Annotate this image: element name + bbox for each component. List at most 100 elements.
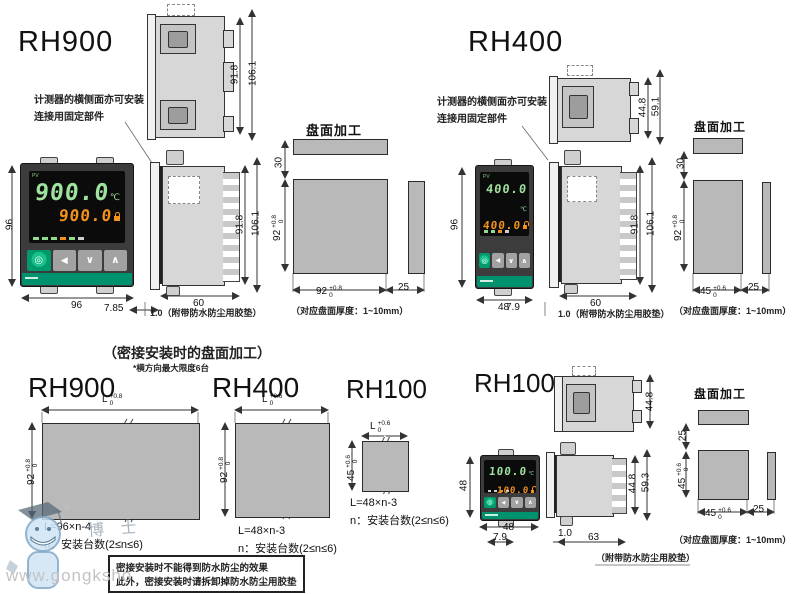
rh400-panel-cutout-title: 盘面加工	[694, 120, 747, 134]
celsius-unit: ℃	[528, 471, 534, 477]
rh100-sideview-body	[556, 455, 614, 517]
rh100-heatsink-fins	[612, 458, 627, 514]
rh100-sideview-dim-44-8: 44.8	[627, 473, 639, 494]
rh400-panel-thickness-note: （对应盘面厚度：1~10mm）	[674, 306, 792, 316]
rh900-cutout-top-strip	[293, 139, 388, 155]
close-mount-header: （密接安装时的盘面加工）	[103, 345, 271, 361]
shift-button: ◀	[52, 250, 76, 271]
rh100-topview-tab	[632, 410, 642, 423]
rh100-topview-clamp	[566, 384, 596, 422]
rh400-topview-dashed-edge	[567, 65, 593, 76]
rh400-depth-dim: 60	[590, 298, 602, 309]
rh100-front-view: 100.0℃ 100.0 ◎ ◀ ∨ ∧	[480, 455, 540, 521]
rh400-gasket	[558, 166, 561, 282]
rh400-sideview-dim-106-1: 106.1	[645, 210, 657, 237]
down-button: ∨	[511, 497, 523, 508]
rh400-dim-lines	[458, 69, 770, 304]
pv-label: PV	[32, 173, 39, 179]
rh400-topview-tab	[629, 82, 639, 96]
close-rh900-cutout	[42, 423, 200, 520]
rh400-cutout-top-strip	[693, 138, 743, 154]
rh100-topview-tab	[632, 380, 642, 393]
rh900-topview-tab	[223, 116, 234, 132]
rh100-pv-readout: 100.0	[488, 465, 529, 478]
rh900-cutout-side-strip	[408, 181, 425, 274]
close-rh100-count-note: n：安装台数(2≤n≤6)	[350, 515, 449, 527]
rh100-front-width-dim: 48	[503, 522, 515, 533]
rh900-panel-cutout-title: 盘面加工	[306, 123, 363, 138]
rh400-pv-readout: 400.0	[485, 182, 528, 196]
rh400-heatsink-fins	[620, 172, 637, 280]
close-rh400-count-note: n：安装台数(2≤n≤6)	[238, 543, 337, 555]
rh900-section-title: RH900	[18, 26, 114, 58]
status-indicator-leds	[33, 237, 84, 240]
rh900-sideview-dim-106-1: 106.1	[250, 210, 262, 237]
close-mount-subnote: *横方向最大限度6台	[133, 363, 210, 373]
status-indicator-leds	[484, 230, 509, 233]
close-rh400-cutout	[235, 423, 330, 518]
rh400-cutout-rect	[693, 180, 743, 274]
close-mount-dim-lines	[28, 406, 408, 519]
rh900-display: PV 900.0℃ 900.0	[29, 171, 125, 243]
rh900-gasket-note: 1.0（附带防水防尘用胶垫）	[150, 308, 262, 318]
rh400-sideview-dim-91-8: 91.8	[629, 214, 641, 235]
rh400-offset-dim: 7.9	[506, 302, 520, 313]
rh400-side-mount-note-line1: 计测器的横侧面亦可安装	[437, 97, 547, 108]
rh900-sideview-foot	[166, 286, 180, 296]
pv-label: PV	[483, 174, 490, 180]
rh400-front-height-dim: 96	[449, 218, 461, 231]
rh900-cutout-gap-dim: 30	[273, 156, 285, 169]
up-button: ∧	[518, 253, 530, 268]
rh400-topview-dim-44-8: 44.8	[637, 97, 649, 118]
extension-and-leader-lines	[41, 121, 775, 566]
warning-line2: 此外，密接安装时请拆卸掉防水防尘用胶垫	[116, 577, 297, 588]
rh400-side-mount-note-line2: 连接用固定部件	[437, 114, 507, 125]
rh400-front-width-dim: 48	[498, 302, 510, 313]
rh100-gasket-note: （附带防水防尘用胶垫）	[596, 553, 696, 563]
rh900-cutout-strip-dim: 25	[398, 282, 410, 293]
rh100-cutout-square	[698, 450, 749, 500]
rh400-topview-tab	[629, 118, 639, 134]
close-rh400-formula: L=48×n-3	[238, 525, 286, 537]
rh900-cutout-square	[293, 179, 388, 274]
rh100-topview-dim-44-8: 44.8	[644, 391, 656, 412]
down-button: ∨	[505, 253, 517, 268]
close-rh400-title: RH400	[212, 372, 300, 403]
down-button: ∨	[78, 250, 102, 271]
lock-icon	[114, 212, 120, 221]
rh900-front-height-dim: 96	[4, 218, 16, 231]
rh400-front-view: PV 400.0℃ 400.0 ◎ ◀ ∨ ∧	[475, 165, 534, 289]
status-indicator-leds	[488, 490, 509, 492]
rh400-cutout-strip-dim: 25	[748, 282, 760, 293]
rh900-topview-tab	[223, 30, 234, 48]
rh400-brand-strip	[477, 276, 532, 287]
rh100-sideview-clamp-screw	[560, 442, 576, 455]
rh900-topview-tab	[223, 62, 234, 92]
rh100-gasket-gap-dim: 1.0	[558, 528, 572, 539]
rh400-topview-clamp	[562, 86, 594, 128]
rh100-sideview-dim-59-3: 59.3	[640, 472, 652, 493]
rh100-gasket	[554, 455, 556, 513]
close-rh100-cutout	[362, 441, 409, 492]
rh400-section-title: RH400	[468, 26, 564, 58]
celsius-unit: ℃	[109, 192, 120, 202]
rh900-terminal-block	[168, 176, 200, 204]
shift-button: ◀	[497, 497, 509, 508]
watermark-url: www.gongksho	[6, 566, 133, 585]
watermark-label: 博 士	[87, 519, 144, 540]
rh400-sideview-clamp-screw	[564, 150, 581, 165]
rh100-topview-dashed-edge	[572, 366, 596, 376]
rh100-offset-dim: 7.9	[493, 532, 507, 543]
rh900-panel-thickness-note: （对应盘面厚度：1~10mm）	[291, 306, 409, 316]
rh900-depth-dim: 60	[193, 298, 205, 309]
rh100-cutout-side-strip	[767, 452, 776, 500]
up-button: ∧	[103, 250, 127, 271]
rh100-dim-lines	[466, 374, 775, 546]
